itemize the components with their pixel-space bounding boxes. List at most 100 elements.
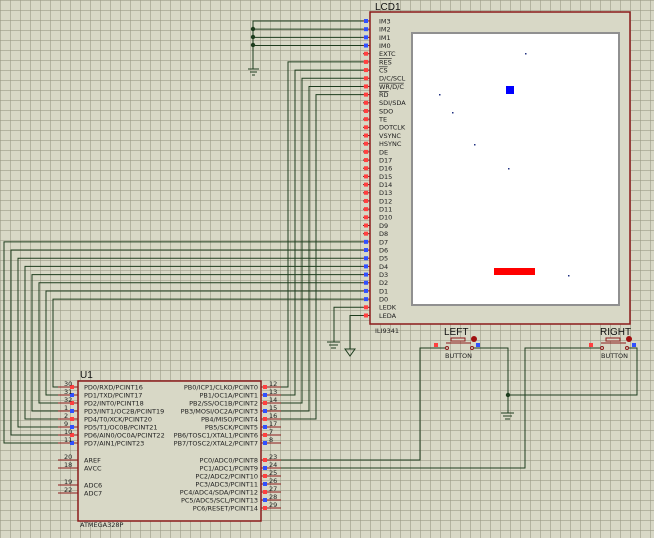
lcd-pin-marker [364,305,368,310]
lcd-pin-marker [364,198,368,203]
lcd-pin-marker [364,51,368,56]
lcd-pin-marker [364,84,368,89]
left-button-contact-right [470,346,474,350]
mcu-left-pin-label: PD1/TXD/PCINT17 [84,391,142,399]
lcd-pin-marker [364,256,368,261]
lcd-pin-marker [364,182,368,187]
lcd-screen [411,32,620,306]
lcd-pin-label: D1 [379,287,388,295]
lcd-pin-marker [364,117,368,122]
left-button-component[interactable]: LEFT BUTTON [434,327,480,360]
mcu-right-pin-label: PC1/ADC1/PCINT9 [200,464,258,472]
lcd-pin-marker [364,190,368,195]
lcd-pin-marker [364,59,368,64]
ground-symbol-buttons [501,412,514,420]
mcu-right-pin-marker [263,490,267,494]
mcu-left-pin-marker [70,425,74,429]
mcu-right-pin-number: 24 [269,461,277,469]
lcd-pin-marker [364,108,368,113]
lcd-pin-label: D12 [379,197,392,205]
lcd-pin-marker [364,248,368,253]
lcd-pin-marker [364,158,368,163]
right-button-cap [605,337,621,342]
mcu-left-pin-label: AVCC [84,464,102,472]
lcd-pin-label: LEDK [379,304,397,312]
ground-symbol-ledk [327,341,340,349]
right-button-component[interactable]: RIGHT BUTTON [589,327,636,360]
wire-data-3 [24,265,363,420]
lcd-pin-label: D3 [379,271,388,279]
lcd-pin-label: D7 [379,238,388,246]
lcd-pin-label: CS [379,66,388,74]
lcd-pin-label: D15 [379,173,392,181]
mcu-left-pin-number: 22 [64,486,72,494]
wire-data-4 [31,274,363,412]
mcu-right-pin-number: 29 [269,501,277,509]
lcd-pin-marker [364,141,368,146]
mcu-right-pin-marker [263,417,267,421]
lcd-pin-marker [364,76,368,81]
lcd-pin-marker [364,313,368,318]
lcd-pin-label: D/C/SCL [379,75,406,83]
mcu-right-pin-label: PC6/RESET/PCINT14 [193,504,258,512]
mcu-left-pin-label: PD5/T1/OC0B/PCINT21 [84,423,157,431]
mcu-right-pin-label: PC0/ADC0/PCINT8 [200,456,258,464]
mcu-right-pin-marker [263,441,267,445]
lcd-pin-marker [364,100,368,105]
lcd-pin-label: D9 [379,222,388,230]
mcu-right-pin-number: 14 [269,396,277,404]
mcu-left-pin-label: PD7/AIN1/PCINT23 [84,439,144,447]
lcd-pin-label: TE [378,116,387,124]
wire-data-1 [10,249,363,436]
junction-dots [250,26,511,398]
mcu-left-pin-marker [70,441,74,445]
mcu-right-pin-marker [263,474,267,478]
mcu-right-pin-label: PB7/TOSC2/XTAL2/PCINT7 [174,439,258,447]
wire-leda [349,314,363,349]
wire-data-5 [38,282,363,404]
lcd-pin-marker [364,35,368,40]
mcu-right-pin-number: 27 [269,485,277,493]
lcd-pin-marker [364,231,368,236]
wire-ctrl-3 [281,85,363,412]
mcu-left-pin-number: 9 [64,420,68,428]
mcu-right-pin-label: PC4/ADC4/SDA/PCINT12 [180,488,258,496]
lcd-pin-marker [364,133,368,138]
lcd-pin-label: EXTC [379,50,396,58]
mcu-right-pin-marker [263,401,267,405]
mcu-right-pin-marker [263,482,267,486]
mcu-right-pin-label: PC3/ADC3/PCINT11 [195,480,258,488]
lcd-pin-label: D13 [379,189,392,197]
mcu-left-pin-marker [70,433,74,437]
wire-im-ground-bus [252,20,363,65]
lcd-pin-marker [364,43,368,48]
mcu-left-pin-label: PD6/AIN0/OC0A/PCINT22 [84,431,165,439]
lcd-pin-label: VSYNC [379,132,401,140]
mcu-right-pin-number: 26 [269,477,277,485]
lcd-pin-marker [364,125,368,130]
lcd-component[interactable]: LCD1 ILI9341 IM3IM2IM1IM0EXTCRESCSD/C/SC… [363,2,631,335]
power-symbol-leda [344,348,356,357]
mcu-left-pin-marker [70,401,74,405]
mcu-left-pin-marker [70,417,74,421]
mcu-part-label: ATMEGA328P [80,521,124,529]
mcu-right-pin-number: 12 [269,380,277,388]
mcu-right-pin-label: PB5/SCK/PCINT5 [205,423,258,431]
mcu-right-pin-marker [263,433,267,437]
mcu-left-pin-marker [70,385,74,389]
right-button-contact-left [600,346,604,350]
mcu-right-pin-number: 13 [269,388,277,396]
right-button-contact-right [625,346,629,350]
mcu-body [77,380,262,522]
mcu-left-pin-label: PD2/INT0/PCINT18 [84,399,144,407]
mcu-right-pin-marker [263,393,267,397]
mcu-left-pin-label: PD0/RXD/PCINT16 [84,383,143,391]
lcd-pin-marker [364,280,368,285]
lcd-ref-label: LCD1 [375,2,401,13]
mcu-right-pin-marker [263,498,267,502]
mcu-ref-label: U1 [80,370,93,381]
lcd-pin-label: SDI/SDA [379,99,406,107]
left-button-contact-left [445,346,449,350]
mcu-left-pin-label: AREF [84,456,101,464]
